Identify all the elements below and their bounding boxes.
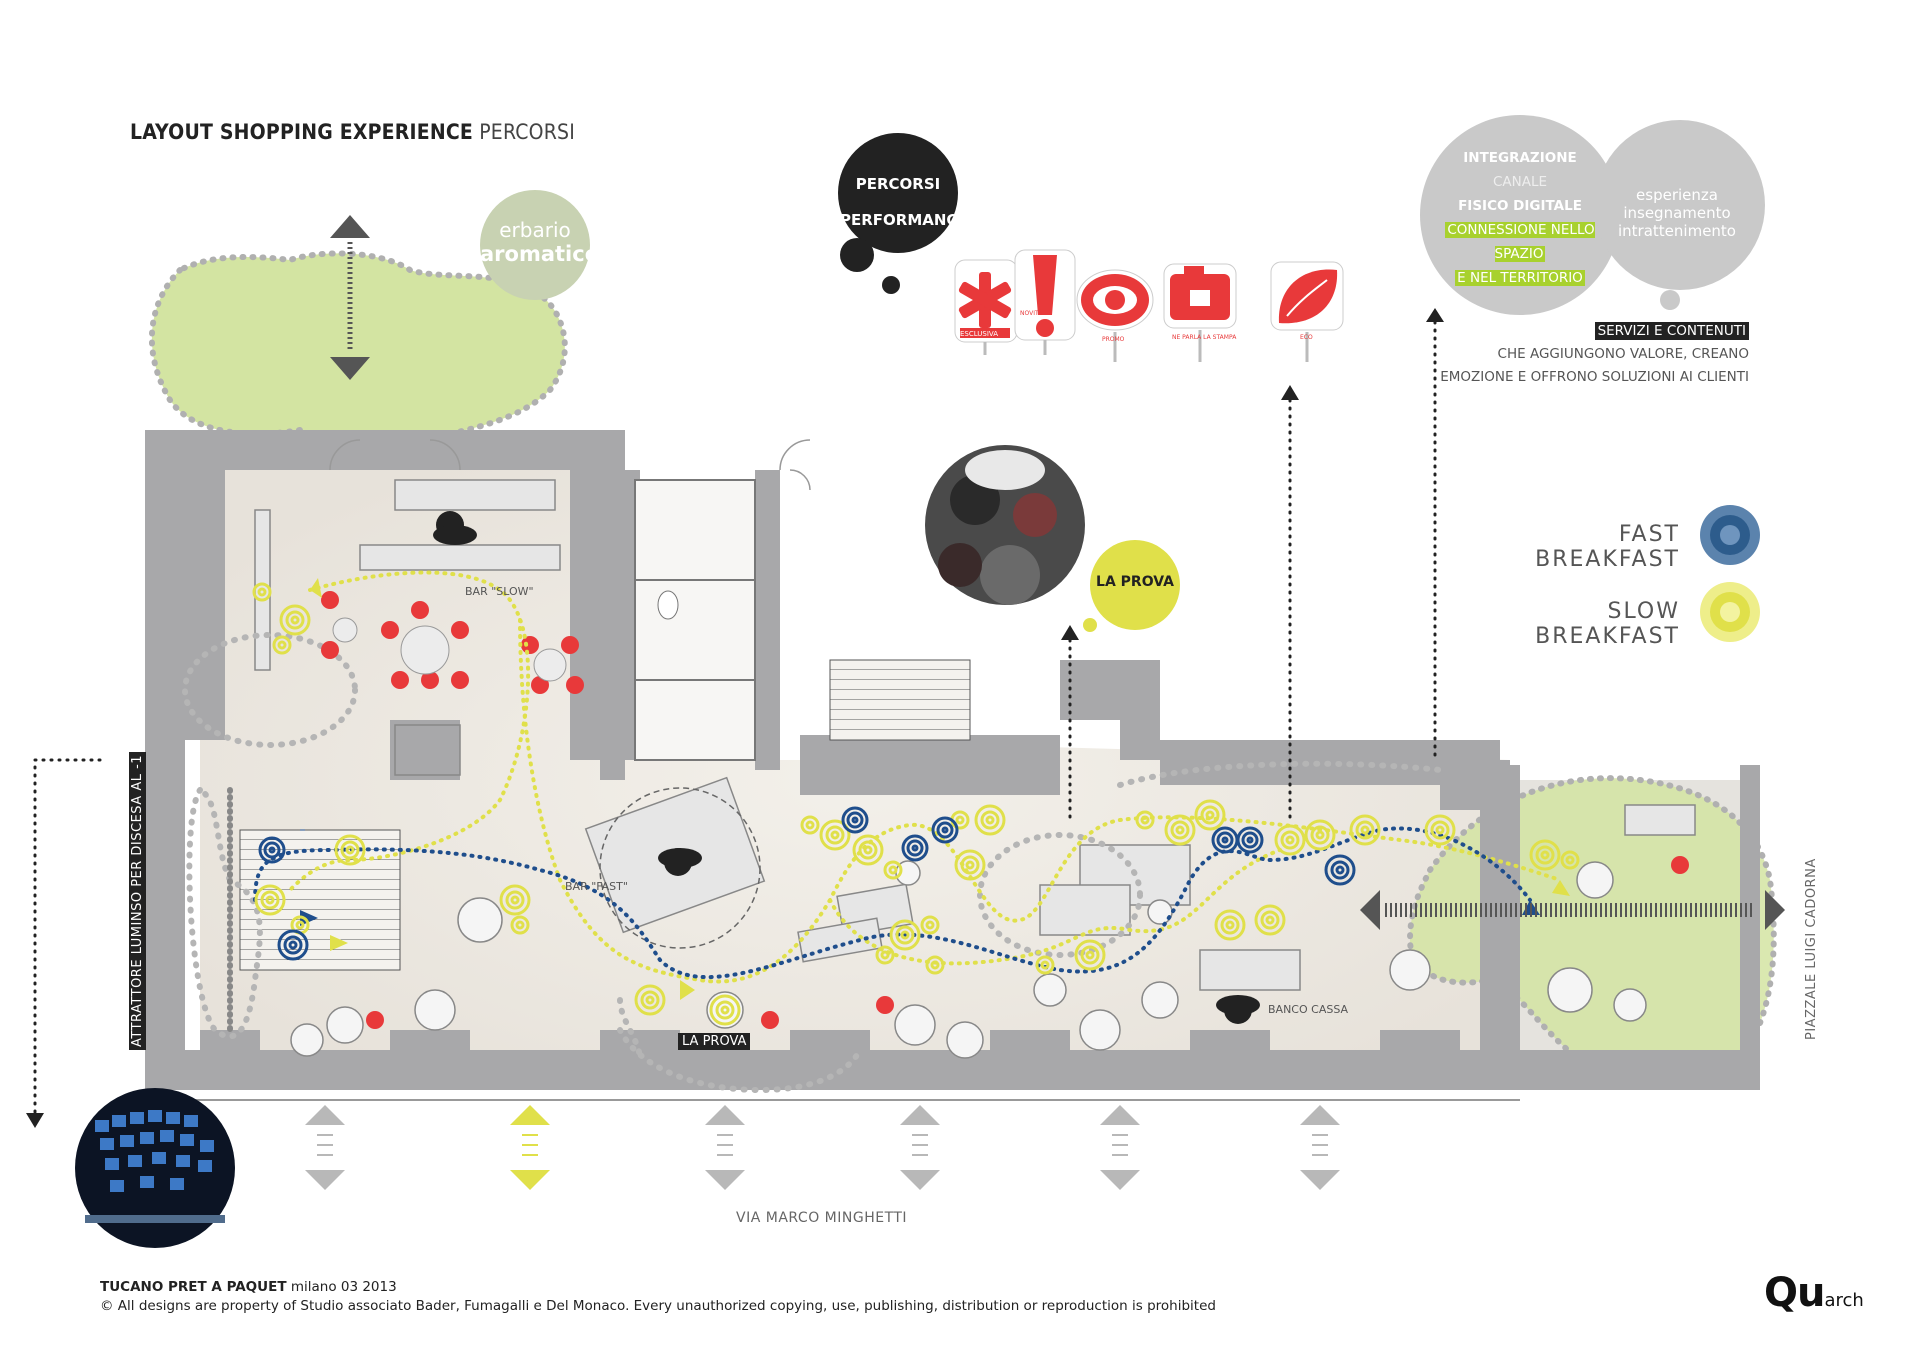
integration-line-4: CONNESSIONE NELLO SPAZIO [1445,222,1595,262]
banco-cassa-label: BANCO CASSA [1268,1003,1349,1016]
la-prova-bubble [1090,540,1180,630]
garden-line2: aromatico [480,242,600,266]
attractor-text: ATTRATTORE LUMINSO PER DISCESA AL -1 [129,751,146,1050]
sign-caption-stampa: NE PARLA LA STAMPA [1172,334,1237,341]
integration-text: INTEGRAZIONE CANALE FISICO DIGITALE CONN… [1420,146,1620,290]
performance-line1: PERCORSI [855,175,941,193]
legend-slow-icon [1700,582,1760,642]
slow-path [288,570,1562,984]
bar-fast-area [599,787,761,949]
asterisk-icon [954,259,1018,355]
sign-caption-esclusiva: ESCLUSIVA [960,330,999,338]
services-line-2: EMOZIONE E OFFRONO SOLUZIONI AI CLIENTI [1440,369,1749,385]
footer: TUCANO PRET A PAQUET milano 03 2013 © Al… [100,1278,1216,1316]
logo-sub: arch [1824,1290,1864,1311]
page-title: LAYOUT SHOPPING EXPERIENCE PERCORSI [130,120,575,144]
sign-caption-eco: ECO [1300,334,1313,341]
legend-slow-label: SLOW BREAKFAST [1535,599,1680,649]
integration-bubbles [1420,115,1765,315]
garden-vertical-arrow [330,215,370,380]
services-line-1: CHE AGGIUNGONO VALORE, CREANO [1497,346,1749,362]
cadorna-horizontal-arrow [1360,890,1785,930]
street-label: VIA MARCO MINGHETTI [736,1210,908,1226]
bar-fast-label: BAR "FAST" [565,880,628,893]
legend-fast-label: FAST BREAKFAST [1535,522,1680,572]
integration-line-3: FISICO DIGITALE [1458,198,1582,214]
performance-line2: PERFORMANCE [840,211,968,229]
integration-line-5: E NEL TERRITORIO [1455,270,1585,286]
integration-side-2: insegnamento [1623,204,1731,222]
stairs-up [829,659,971,741]
lounge-chairs [290,860,1647,1059]
garden-line1: erbario [499,218,571,242]
leaf-icon [1270,261,1344,362]
title-light: PERCORSI [479,120,575,144]
integration-side-1: esperienza [1636,186,1718,204]
services-block: SERVIZI E CONTENUTI CHE AGGIUNGONO VALOR… [1440,320,1749,389]
garden-bubble [480,190,590,300]
street-entrances [305,1105,1340,1190]
la-prova-bubble-label: LA PROVA [1096,574,1174,590]
title-bold: LAYOUT SHOPPING EXPERIENCE [130,120,474,144]
integration-line-2: CANALE [1492,174,1548,190]
integration-side: esperienza insegnamento intrattenimento [1612,186,1742,240]
performance-bubble [838,133,958,253]
eye-icon [1076,269,1154,362]
attractor-side-label: ATTRATTORE LUMINSO PER DISCESA AL -1 [129,751,146,1050]
signage-icons [954,249,1344,362]
services-heading: SERVIZI E CONTENUTI [1594,322,1749,340]
slow-breakfast-markers [252,582,1580,1026]
la-prova-photo [925,445,1085,605]
performance-label: PERCORSI PERFORMANCE [840,166,968,238]
fast-path [253,826,1532,980]
sign-caption-promo: PROMO [1102,336,1125,343]
integration-side-3: intrattenimento [1618,222,1736,240]
logo-main: Qu [1764,1270,1825,1316]
bar-slow-label: BAR "SLOW" [465,585,534,598]
la-prova-plan-label: LA PROVA [678,1033,751,1050]
staff-figures [433,511,1260,1024]
footer-project-rest: milano 03 2013 [286,1279,397,1295]
footer-project: TUCANO PRET A PAQUET [100,1279,287,1295]
fast-breakfast-markers [258,806,1356,961]
camera-icon [1163,263,1237,362]
exclamation-icon [1014,249,1076,355]
footer-copyright: © All designs are property of Studio ass… [100,1298,1216,1314]
quarch-logo: Quarch [1764,1270,1864,1316]
legend-fast-icon [1700,505,1760,565]
garden-label: erbario aromatico [480,218,600,266]
light-attractor-photo [75,1088,235,1248]
integration-line-1: INTEGRAZIONE [1463,150,1577,166]
cadorna-side-label: PIAZZALE LUIGI CADORNA [1804,858,1819,1040]
sign-caption-novita: NOVITÀ [1020,310,1043,317]
walls [145,430,1760,1095]
restroom [634,479,756,761]
